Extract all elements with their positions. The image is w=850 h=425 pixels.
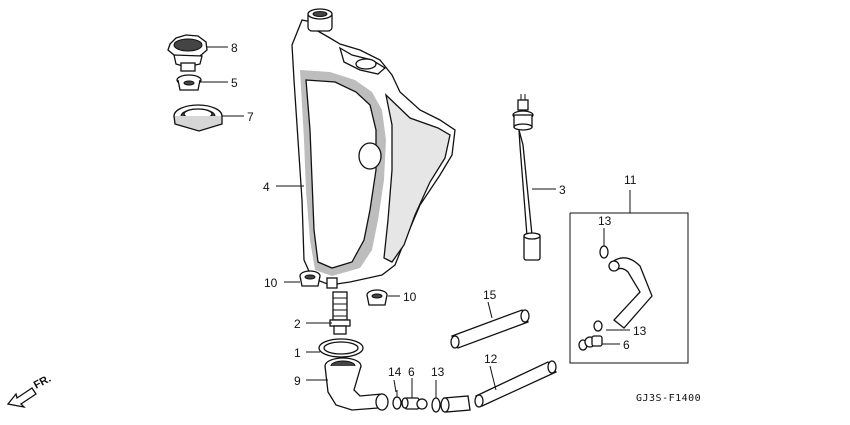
clip-13-bottom	[431, 390, 441, 413]
filler-packing	[173, 104, 223, 132]
callout-2: 2	[294, 317, 301, 331]
diagram-code: GJ3S-F1400	[636, 393, 701, 404]
callout-13-bottom: 13	[431, 365, 445, 379]
callout-10-right: 10	[403, 290, 417, 304]
small-joint	[401, 397, 428, 410]
callout-5: 5	[231, 76, 238, 90]
callout-12: 12	[484, 352, 498, 366]
hose-15	[450, 309, 530, 349]
front-label: FR.	[32, 373, 53, 392]
callout-6-box: 6	[623, 338, 630, 352]
front-arrow: FR.	[6, 373, 53, 409]
callout-15: 15	[483, 288, 497, 302]
grommet-left	[299, 270, 321, 287]
callout-13-top: 13	[598, 214, 612, 228]
callout-4: 4	[263, 180, 270, 194]
o-ring	[318, 338, 364, 358]
cap-seal	[176, 74, 202, 91]
clip-14	[392, 390, 402, 410]
callout-14: 14	[388, 365, 402, 379]
hose-12	[474, 360, 558, 408]
callout-10-left: 10	[264, 276, 278, 290]
filler-cap	[167, 34, 208, 72]
assembly-box	[569, 212, 689, 364]
level-gauge	[512, 94, 541, 261]
joint-elbow	[324, 357, 389, 411]
callout-13-mid: 13	[633, 324, 647, 338]
callout-3: 3	[559, 183, 566, 197]
callout-9: 9	[294, 374, 301, 388]
fuel-tank	[291, 8, 456, 289]
callout-1: 1	[294, 346, 301, 360]
callout-8: 8	[231, 41, 238, 55]
grommet-right	[366, 289, 388, 306]
callout-7: 7	[247, 110, 254, 124]
fuel-strainer	[329, 291, 351, 335]
leader-lines	[200, 46, 631, 398]
short-hose	[440, 395, 471, 413]
callout-11: 11	[624, 173, 637, 187]
callout-6: 6	[408, 365, 415, 379]
